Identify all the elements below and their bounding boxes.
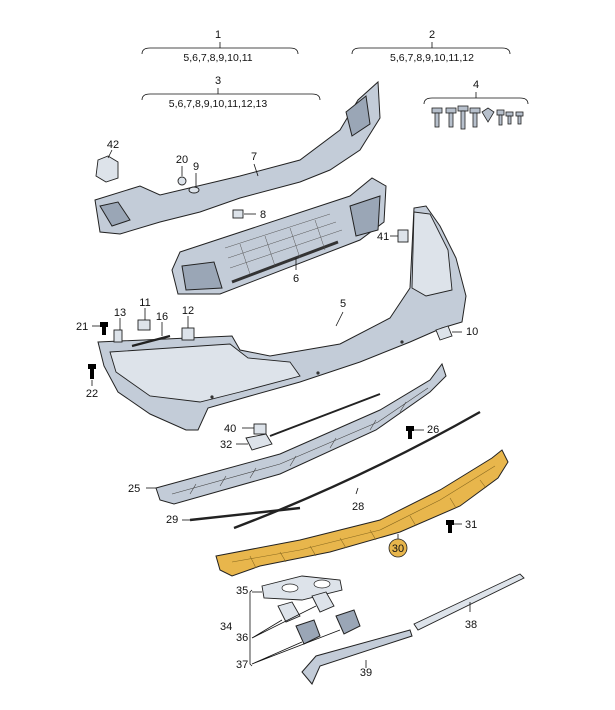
bolt-21: [92, 322, 108, 335]
callout-16: 16: [156, 311, 168, 323]
group-2: 2 5,6,7,8,9,10,11,12: [351, 29, 511, 64]
clip-12: [181, 316, 195, 341]
callout-8: 8: [260, 209, 266, 221]
callout-30: 30: [392, 543, 404, 555]
callout-20: 20: [176, 154, 188, 166]
callout-38: 38: [465, 619, 477, 631]
callout-6: 6: [293, 273, 299, 285]
exhaust-group-bracket: [249, 589, 253, 667]
absorber-6: [171, 177, 387, 295]
group-4: 4: [423, 79, 529, 105]
callout-7: 7: [251, 151, 257, 163]
group-2-parts: 5,6,7,8,9,10,11,12: [390, 52, 474, 64]
group-4-number: 4: [473, 79, 479, 91]
callout-28: 28: [352, 501, 364, 513]
callout-39: 39: [360, 667, 372, 679]
diffuser-25: [146, 362, 447, 505]
callout-34: 34: [220, 621, 232, 633]
clip-9: [188, 173, 200, 194]
screw-set: [431, 105, 524, 130]
callout-9: 9: [193, 161, 199, 173]
callout-5: 5: [340, 298, 346, 310]
callout-12: 12: [182, 305, 194, 317]
trim-28: [233, 410, 481, 530]
exhaust-tips-37: [251, 609, 361, 665]
bumper-cover-5: [97, 205, 467, 431]
upper-bracket-7: [94, 80, 381, 235]
callout-10: 10: [466, 326, 478, 338]
bracket-40: [242, 423, 267, 435]
group-3-number: 3: [215, 75, 221, 87]
bracket-42: [95, 149, 119, 183]
callout-22: 22: [86, 388, 98, 400]
group-3: 3 5,6,7,8,9,10,11,12,13: [141, 75, 321, 110]
clip-11: [137, 308, 151, 331]
clip-10: [435, 325, 462, 341]
bolt-31: [446, 520, 462, 533]
highlighted-part-30: [215, 449, 509, 577]
bracket-41: [390, 229, 409, 243]
callout-32: 32: [220, 439, 232, 451]
callout-35: 35: [236, 585, 248, 597]
upper-trim-strip: [269, 393, 381, 437]
callout-11: 11: [139, 297, 150, 309]
bolt-26: [406, 426, 424, 439]
clip-13: [113, 318, 123, 343]
group-3-parts: 5,6,7,8,9,10,11,12,13: [169, 98, 268, 110]
callout-41: 41: [377, 231, 389, 243]
exhaust-tips-36: [251, 591, 335, 639]
callout-37: 37: [236, 659, 248, 671]
callout-13: 13: [114, 307, 126, 319]
group-1: 1 5,6,7,8,9,10,11: [141, 29, 299, 64]
callout-42: 42: [107, 139, 119, 151]
group-1-number: 1: [215, 29, 221, 41]
trim-38: [413, 573, 525, 631]
clip-20: [177, 166, 187, 186]
trim-29: [182, 506, 301, 522]
group-2-number: 2: [429, 29, 435, 41]
callout-21: 21: [76, 321, 88, 333]
group-1-parts: 5,6,7,8,9,10,11: [183, 52, 252, 64]
strip-16: [131, 322, 171, 348]
bolt-22: [88, 364, 96, 386]
callout-31: 31: [465, 519, 477, 531]
bracket-32: [236, 433, 273, 451]
callout-26: 26: [427, 424, 439, 436]
callout-36: 36: [236, 632, 248, 644]
trim-39: [301, 629, 413, 685]
clip-8: [232, 209, 256, 219]
callout-29: 29: [166, 514, 178, 526]
callout-30-badge: [388, 538, 408, 558]
callout-25: 25: [128, 483, 140, 495]
callout-40: 40: [224, 423, 236, 435]
